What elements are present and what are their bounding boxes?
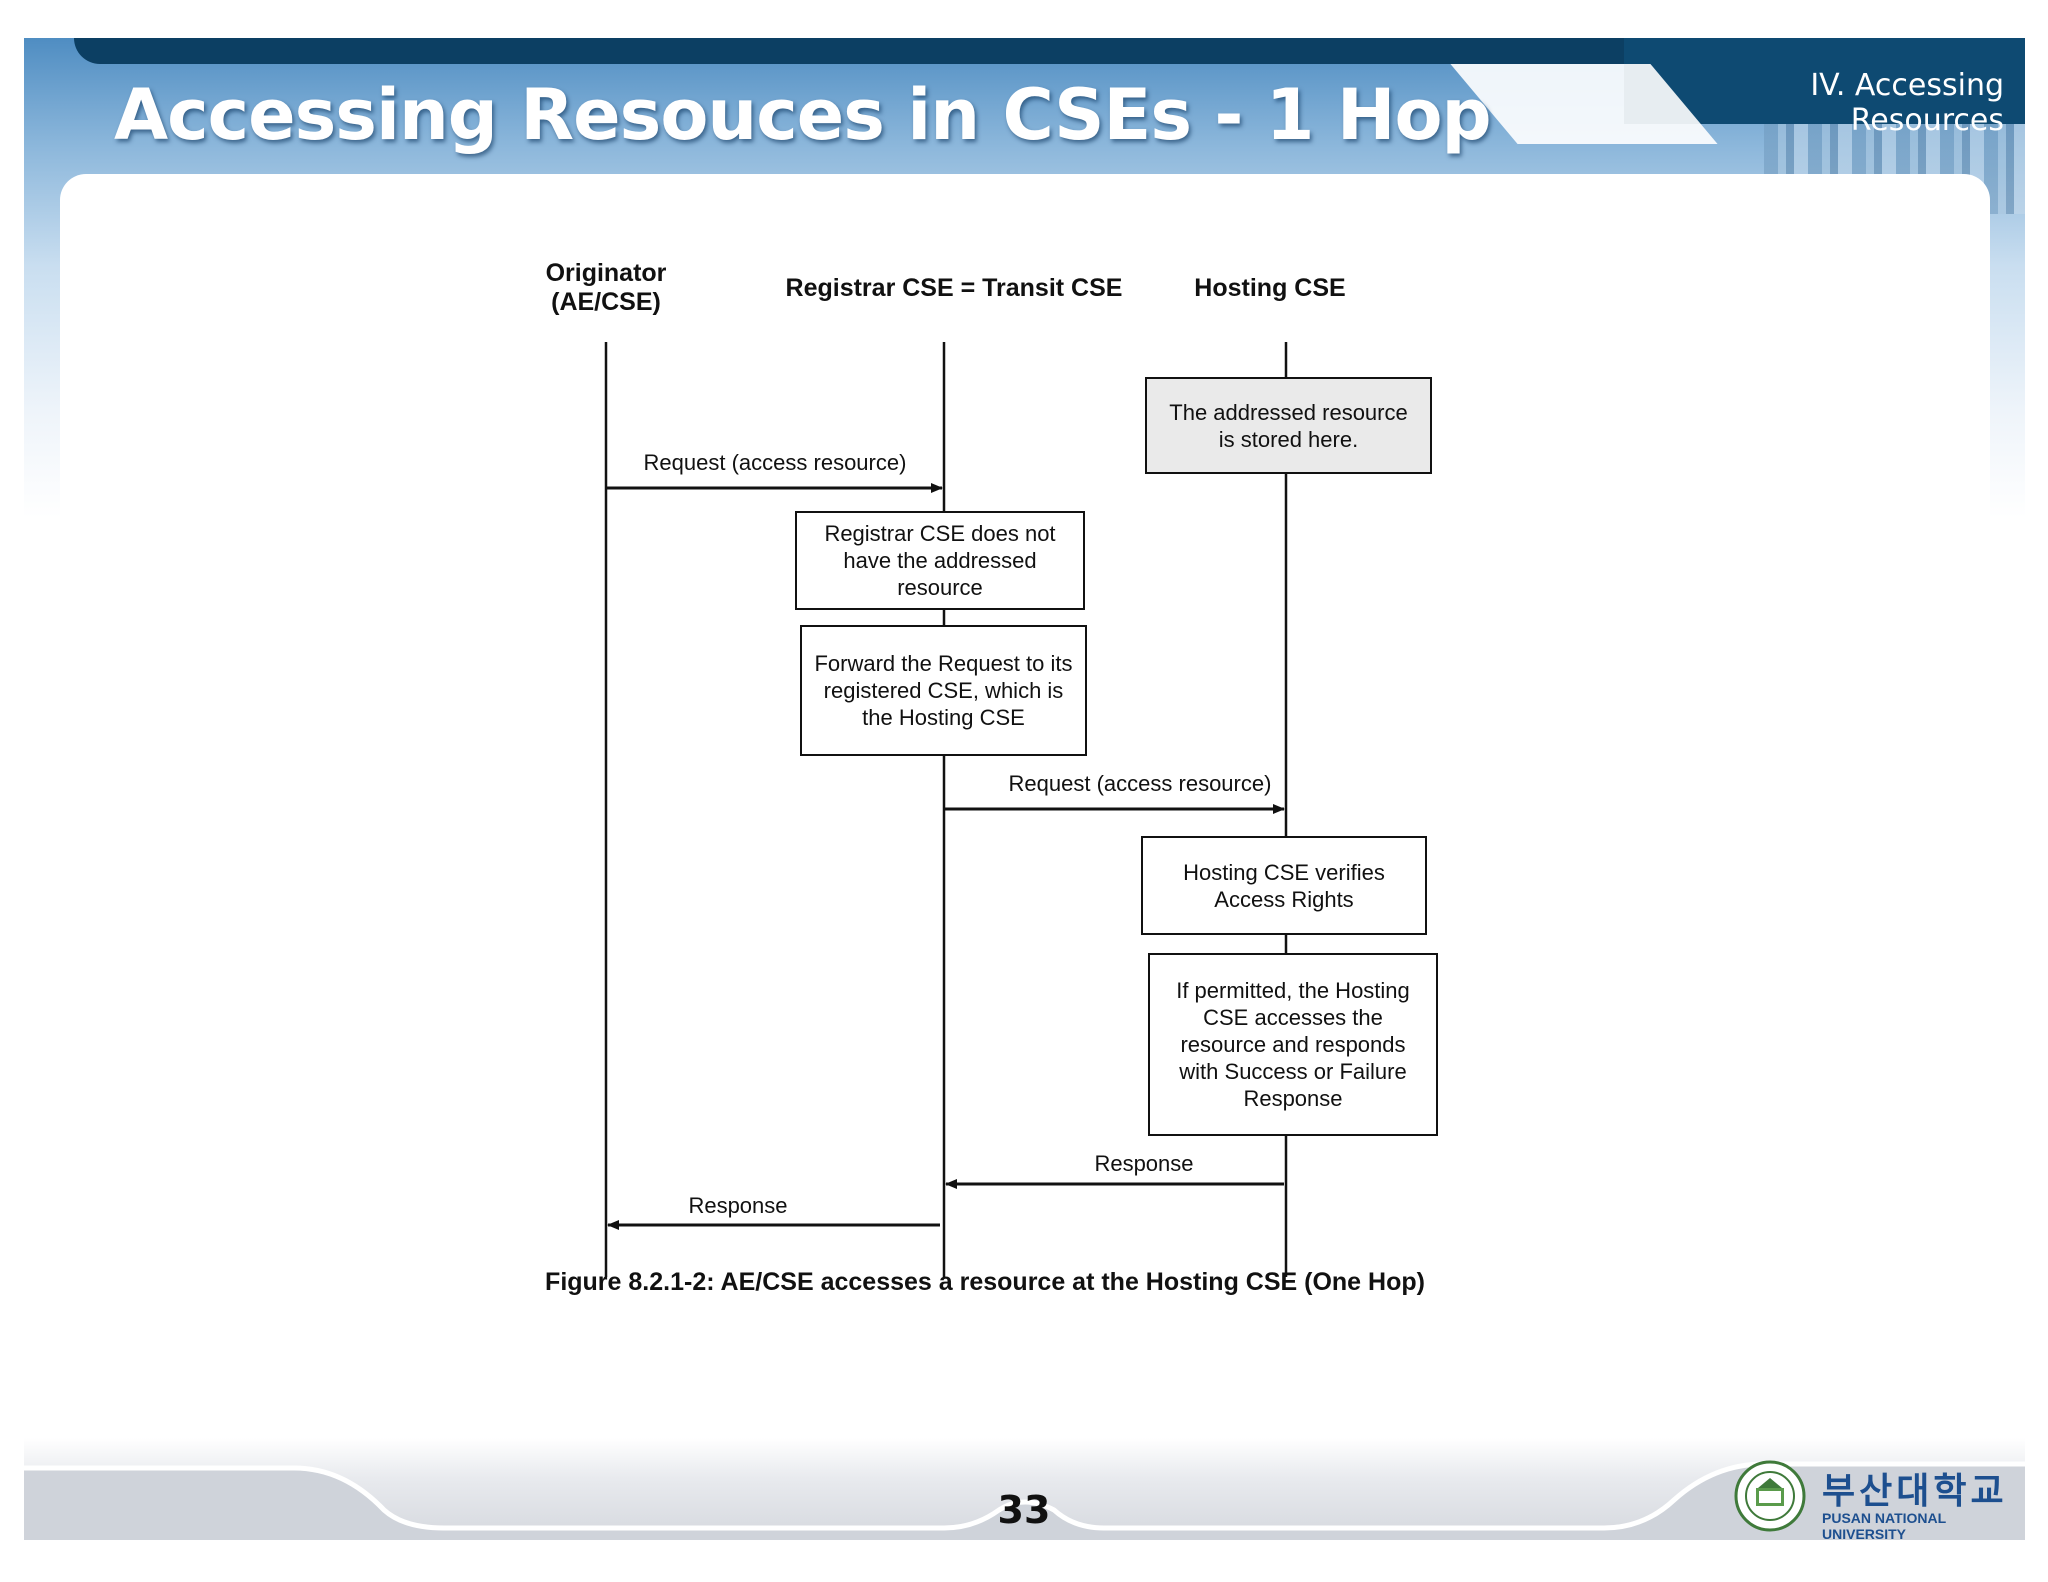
university-logo: 부산대학교 PUSAN NATIONAL UNIVERSITY — [1732, 1458, 2022, 1540]
originator-header: Originator (AE/CSE) — [545, 259, 667, 316]
request-label-2: Request (access resource) — [1008, 771, 1272, 796]
note-resource-stored: The addressed resource is stored here. — [1145, 377, 1432, 474]
university-name-english: PUSAN NATIONAL UNIVERSITY — [1822, 1510, 1946, 1540]
registrar-header: Registrar CSE = Transit CSE — [785, 274, 1123, 302]
note-forward-request: Forward the Request to its registered CS… — [800, 625, 1087, 756]
hosting-header: Hosting CSE — [1194, 274, 1346, 302]
section-tab-label: IV. Accessing Resources — [1810, 68, 2004, 138]
section-tab-background — [1624, 38, 2025, 124]
page-number: 33 — [997, 1488, 1051, 1532]
request-label-1: Request (access resource) — [643, 450, 907, 475]
note-permitted-response: If permitted, the Hosting CSE accesses t… — [1148, 953, 1438, 1136]
content-panel — [60, 174, 1990, 1454]
slide: IV. Accessing Resources Accessing Resouc… — [24, 38, 2025, 1540]
note-verifies-access: Hosting CSE verifies Access Rights — [1141, 836, 1427, 935]
university-seal-icon — [1734, 1460, 1806, 1532]
footer-wave — [24, 1461, 2025, 1540]
slide-title: Accessing Resouces in CSEs - 1 Hop — [114, 74, 1492, 156]
university-name-korean: 부산대학교 — [1822, 1471, 2008, 1512]
response-label-2: Response — [688, 1193, 788, 1218]
figure-caption: Figure 8.2.1-2: AE/CSE accesses a resour… — [545, 1268, 1425, 1296]
response-label-1: Response — [1094, 1151, 1194, 1176]
note-registrar-missing: Registrar CSE does not have the addresse… — [795, 511, 1085, 610]
